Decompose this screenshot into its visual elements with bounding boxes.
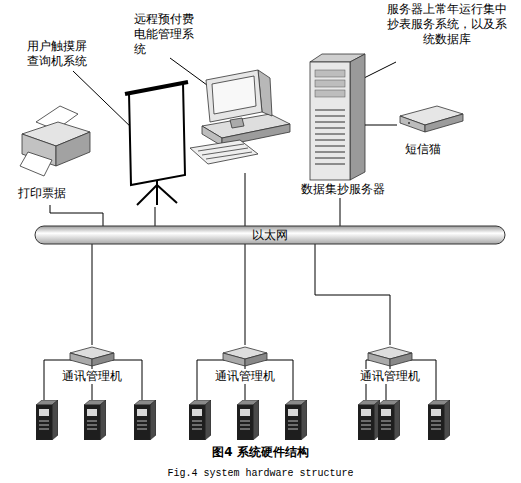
modem-box xyxy=(400,116,425,132)
vent-line xyxy=(315,122,345,123)
screen-shape xyxy=(73,71,188,205)
leader-line xyxy=(73,71,135,131)
meter-symbol xyxy=(36,400,58,440)
network-line xyxy=(390,125,397,126)
vent-line xyxy=(315,116,345,117)
vent-line xyxy=(315,158,345,159)
modem-box xyxy=(425,114,463,132)
hub-node: 通讯管理机 xyxy=(350,345,430,393)
modem-shape xyxy=(400,106,463,132)
vent-line xyxy=(315,110,345,111)
screen-panel xyxy=(129,83,185,185)
network-line xyxy=(92,244,93,345)
printer-shape xyxy=(20,106,90,176)
meter-wiring xyxy=(44,360,436,400)
keyboard-keys xyxy=(206,152,252,159)
hub-box xyxy=(92,353,114,366)
drive-bay xyxy=(315,90,345,97)
figure-caption: 图4 系统硬件结构 xyxy=(0,444,521,461)
meter-symbol xyxy=(378,400,400,440)
tripod-leg xyxy=(137,185,157,205)
hub-node: 通讯管理机 xyxy=(205,345,285,393)
vent-line xyxy=(315,128,345,129)
keyboard xyxy=(190,140,258,164)
network-line xyxy=(245,244,246,345)
hub-box xyxy=(390,353,412,366)
network-line xyxy=(50,205,103,226)
vent-line xyxy=(315,164,345,165)
server-node: 数据集抄服务器 xyxy=(295,52,390,198)
pipe-shape xyxy=(35,226,505,244)
meter-symbol xyxy=(428,400,450,440)
node-label: 数据集抄服务器 xyxy=(295,182,390,197)
hub-shape xyxy=(70,347,114,366)
meter-symbol xyxy=(285,400,307,440)
network-line xyxy=(245,173,246,226)
node-label: 打印票据 xyxy=(18,186,93,201)
printer-node: 打印票据 xyxy=(18,100,93,205)
monitor-screen xyxy=(212,76,256,114)
tripod-leg xyxy=(157,185,177,203)
monitor-stand xyxy=(230,118,244,128)
ethernet-pipe xyxy=(35,226,505,244)
meter-symbol xyxy=(84,400,106,440)
hub-box xyxy=(70,353,92,366)
ethernet-bus: 以太网 xyxy=(35,226,505,244)
hub-box xyxy=(245,353,267,366)
hub-shape xyxy=(368,347,412,366)
node-label: 远程预付费电能管理系统 xyxy=(134,12,196,57)
server-shape xyxy=(310,54,390,180)
node-label: 通讯管理机 xyxy=(52,369,132,384)
meter-symbol xyxy=(189,400,211,440)
network-line xyxy=(340,198,341,226)
vent-line xyxy=(315,152,345,153)
modem-node: 短信猫 xyxy=(397,92,467,164)
vent-line xyxy=(315,146,345,147)
meter-symbol xyxy=(134,400,156,440)
computer-shape xyxy=(170,58,290,164)
wire xyxy=(365,125,390,126)
hub-shape xyxy=(223,347,267,366)
meter-symbol xyxy=(237,400,259,440)
printer-body xyxy=(56,132,90,166)
drive-bay xyxy=(315,70,345,77)
caption-english: Fig.4 system hardware structure xyxy=(0,466,521,481)
hub-box xyxy=(368,353,390,366)
node-label: 以太网 xyxy=(35,226,505,244)
hub-box xyxy=(223,353,245,366)
node-label: 通讯管理机 xyxy=(205,369,285,384)
server-case xyxy=(350,54,365,180)
server-icon xyxy=(295,52,390,198)
node-label: 短信猫 xyxy=(397,142,449,157)
network-line xyxy=(155,207,156,226)
drive-bay xyxy=(315,80,345,87)
vent-line xyxy=(315,140,345,141)
computer-node: 远程预付费电能管理系统 xyxy=(130,8,295,173)
touchscreen-node: 用户触摸屏查询机系统 xyxy=(25,35,190,207)
meter-symbol xyxy=(358,400,380,440)
node-label: 用户触摸屏查询机系统 xyxy=(27,39,93,69)
node-label: 通讯管理机 xyxy=(350,369,430,384)
vent-line xyxy=(315,134,345,135)
network-line xyxy=(315,244,390,345)
modem-led xyxy=(408,122,410,124)
paper-sheet xyxy=(20,152,52,176)
hub-node: 通讯管理机 xyxy=(52,345,132,393)
server-case xyxy=(310,62,350,180)
monitor-casing xyxy=(206,70,262,122)
screen-bar xyxy=(125,82,188,94)
callout-note: 服务器上常年运行集中抄表服务系统，以及系统数据库 xyxy=(383,2,511,47)
meter-group xyxy=(36,400,450,440)
